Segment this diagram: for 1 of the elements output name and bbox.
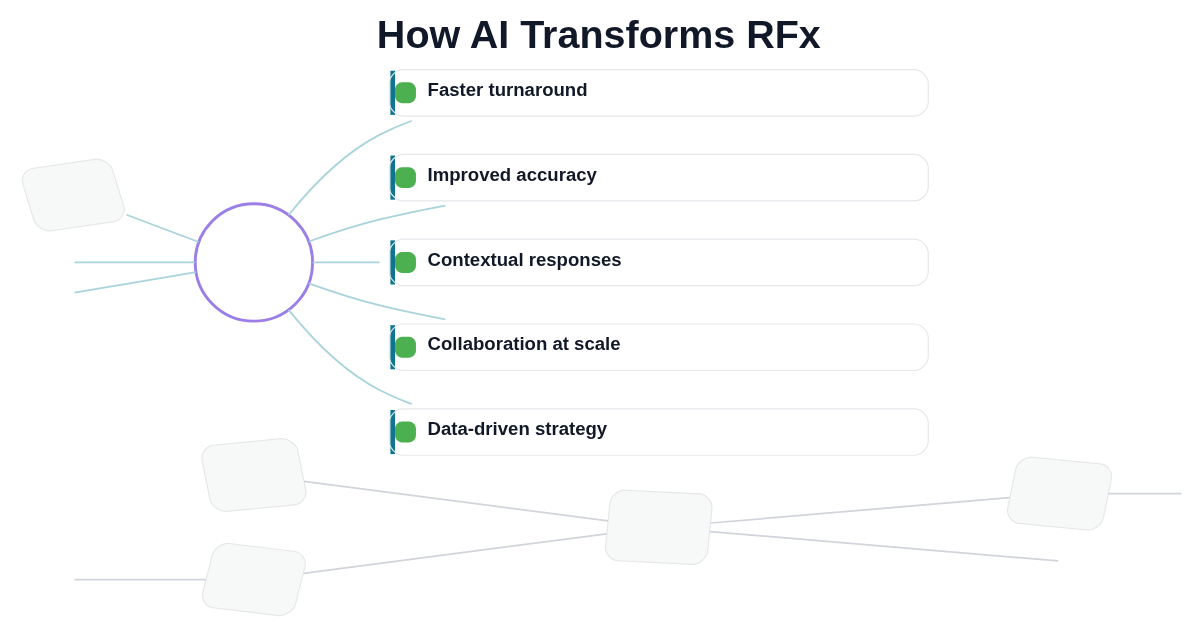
diagram-title: How AI Transforms RFx bbox=[376, 11, 821, 56]
